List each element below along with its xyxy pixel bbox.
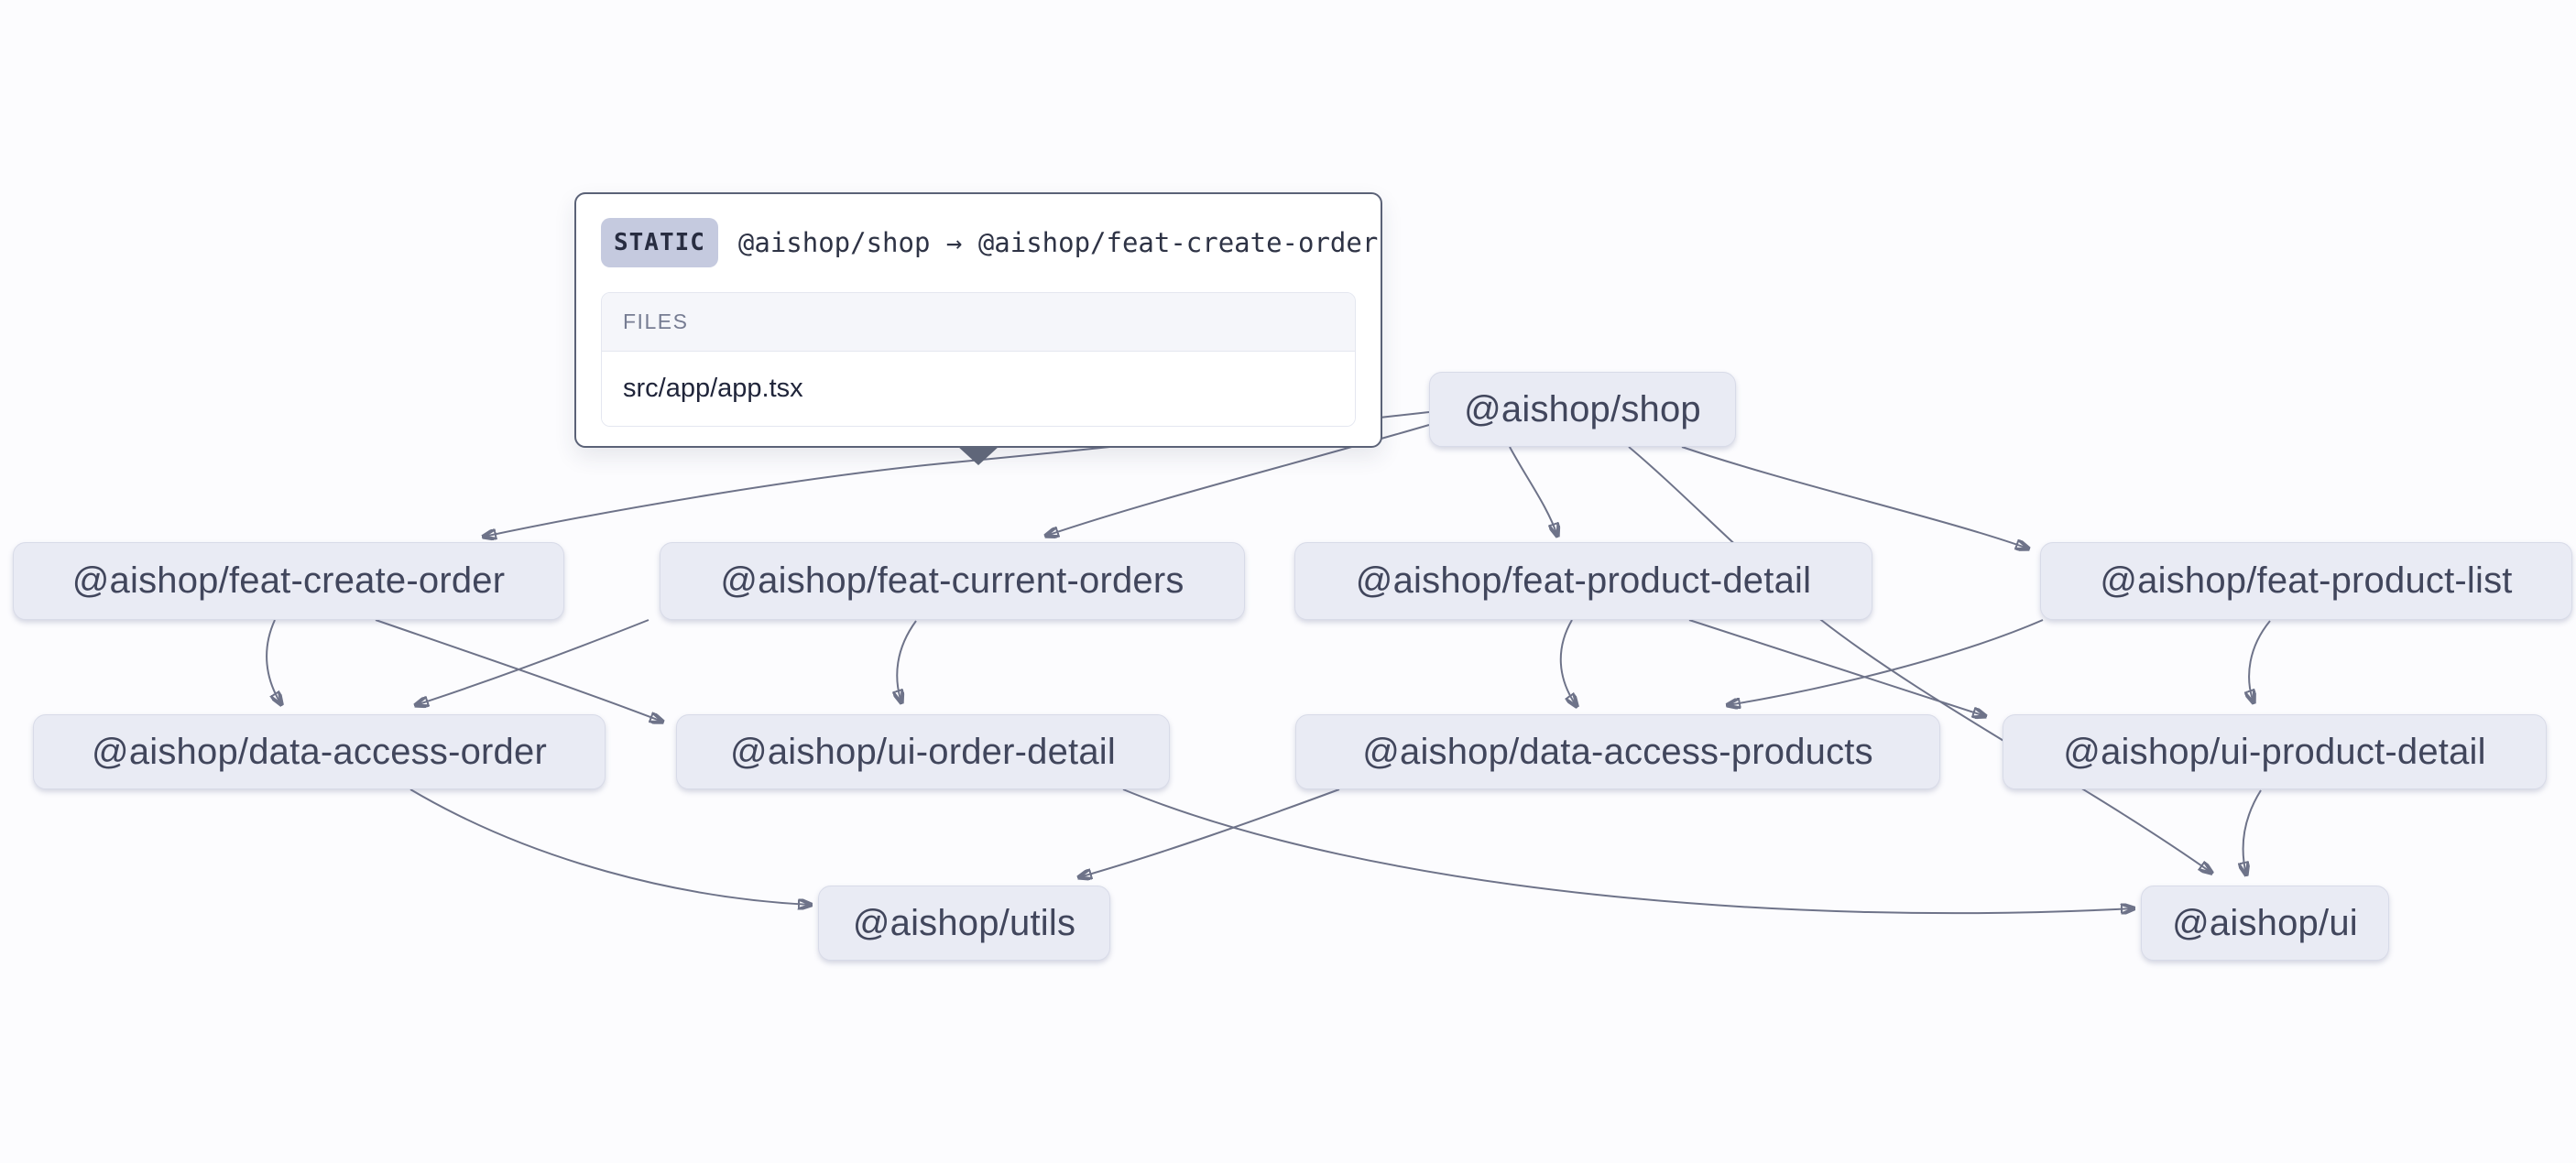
tooltip-files-header: FILES [602,293,1355,352]
graph-edge-feat-product-detail->ui-product-detail[interactable] [1688,619,1985,716]
graph-edge-ui-order-detail->ui[interactable] [1122,788,2134,913]
graph-edge-shop->feat-product-list[interactable] [1681,446,2028,549]
graph-node-shop[interactable]: @aishop/shop [1429,372,1736,447]
graph-node-feat-product-detail[interactable]: @aishop/feat-product-detail [1294,542,1872,620]
graph-edge-shop->ui[interactable] [1628,446,2211,873]
edge-type-badge: STATIC [601,218,718,267]
graph-edge-data-access-order->utils[interactable] [409,788,811,905]
graph-node-ui[interactable]: @aishop/ui [2141,886,2389,961]
tooltip-title-row: STATIC @aishop/shop → @aishop/feat-creat… [576,194,1381,267]
graph-node-utils[interactable]: @aishop/utils [818,886,1110,961]
graph-node-feat-product-list[interactable]: @aishop/feat-product-list [2040,542,2572,620]
graph-node-feat-current-orders[interactable]: @aishop/feat-current-orders [660,542,1245,620]
graph-edge-feat-product-list->ui-product-detail[interactable] [2249,620,2271,702]
graph-node-feat-create-order[interactable]: @aishop/feat-create-order [13,542,564,620]
graph-edge-feat-create-order->data-access-order[interactable] [266,619,281,704]
graph-edge-shop->feat-product-detail[interactable] [1509,446,1557,536]
graph-edge-feat-product-detail->data-access-products[interactable] [1559,619,1577,706]
tooltip-files-box: FILES src/app/app.tsx [601,292,1356,427]
graph-edge-feat-product-list->data-access-products[interactable] [1728,619,2044,705]
graph-edge-data-access-products->utils[interactable] [1079,788,1340,877]
graph-node-ui-order-detail[interactable]: @aishop/ui-order-detail [676,714,1170,789]
graph-edge-ui-product-detail->ui[interactable] [2243,789,2262,875]
edge-tooltip: STATIC @aishop/shop → @aishop/feat-creat… [574,192,1382,465]
graph-node-data-access-products[interactable]: @aishop/data-access-products [1295,714,1940,789]
tooltip-file-list: src/app/app.tsx [602,352,1355,426]
graph-edge-feat-current-orders->data-access-order[interactable] [416,619,649,705]
tooltip-caret-icon [957,446,999,465]
tooltip-edge-label: @aishop/shop → @aishop/feat-create-order [737,227,1379,258]
graph-edge-feat-current-orders->ui-order-detail[interactable] [897,620,917,702]
tooltip-file-row: src/app/app.tsx [602,352,1355,426]
graph-edge-feat-create-order->ui-order-detail[interactable] [375,619,662,722]
graph-node-ui-product-detail[interactable]: @aishop/ui-product-detail [2003,714,2547,789]
graph-node-data-access-order[interactable]: @aishop/data-access-order [33,714,606,789]
